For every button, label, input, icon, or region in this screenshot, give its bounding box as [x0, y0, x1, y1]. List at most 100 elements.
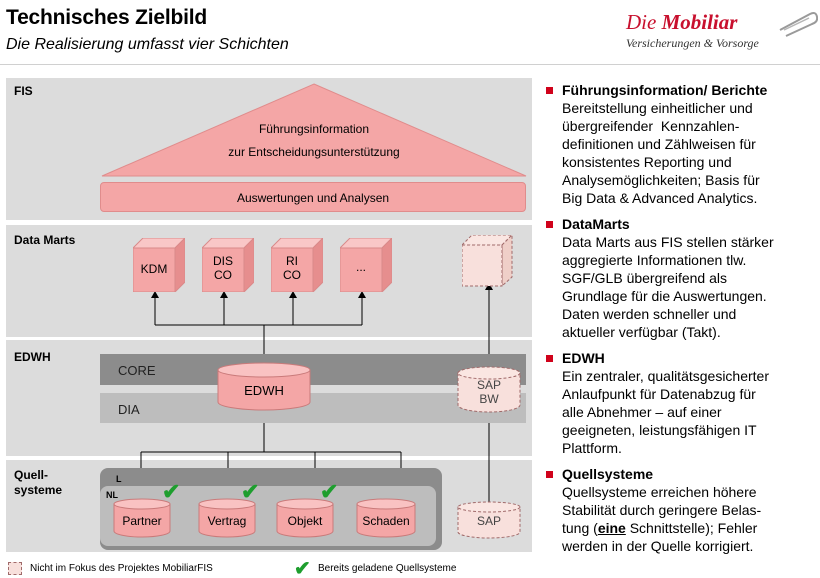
section-edwh: EDWH Ein zentraler, qualitätsgesicherter…	[546, 350, 816, 457]
emphasis-eine: eine	[597, 520, 626, 536]
sap-cylinder	[457, 501, 521, 539]
section-line: aktueller verfügbar (Takt).	[562, 324, 721, 340]
section-line: Quellsysteme erreichen höhere	[562, 484, 757, 500]
edwh-layer-label: EDWH	[14, 350, 51, 364]
quellsysteme-layer-label: Quell- systeme	[14, 468, 62, 498]
header-divider	[0, 64, 820, 65]
section-body: Quellsysteme erreichen höhere Stabilität…	[546, 483, 816, 555]
checkmark-icon: ✔	[294, 558, 311, 578]
section-line-mixed: tung (eine Schnittstelle); Fehler	[562, 519, 816, 537]
section-line: Analysemöglichkeiten; Basis für	[562, 172, 760, 188]
sap-bw-cylinder	[457, 366, 521, 413]
section-heading: DataMarts	[546, 216, 816, 233]
management-info-pyramid	[101, 83, 527, 177]
sap-label: SAP	[476, 514, 501, 528]
section-line: Ein zentraler, qualitätsgesicherter	[562, 368, 769, 384]
section-heading-text: DataMarts	[562, 216, 630, 232]
core-label: CORE	[118, 363, 156, 378]
page-title: Technisches Zielbild	[6, 6, 207, 29]
cube-rico	[271, 238, 323, 292]
edwh-cylinder	[217, 362, 311, 411]
section-line: Stabilität durch geringere Belas-	[562, 502, 762, 518]
section-line: alle Abnehmer – auf einer	[562, 404, 722, 420]
bullet-icon	[546, 87, 553, 94]
pyramid-line1: Führungsinformation	[258, 122, 370, 136]
partner-label: Partner	[122, 514, 162, 528]
section-line: übergreifender Kennzahlen-	[562, 118, 740, 134]
section-line: Bereitstellung einheitlicher und	[562, 100, 753, 116]
section-line: definitionen und Zählweisen für	[562, 136, 756, 152]
vertrag-cylinder	[198, 498, 256, 538]
partner-cylinder	[113, 498, 171, 538]
cube-more	[340, 238, 392, 292]
checkmark-icon: ✔	[162, 479, 181, 504]
section-fuehrungsinformation: Führungsinformation/ Berichte Bereitstel…	[546, 82, 816, 207]
section-heading-text: Quellsysteme	[562, 466, 654, 482]
section-line: Big Data & Advanced Analytics.	[562, 190, 758, 206]
mixed-start: tung (	[562, 520, 598, 536]
logo-brand-part1: Die	[626, 10, 657, 34]
section-line: konsistentes Reporting und	[562, 154, 732, 170]
architecture-diagram: FIS Data Marts EDWH Quell- systeme Führu…	[6, 78, 532, 552]
quellsysteme-label-line2: systeme	[14, 483, 63, 497]
paperclip-icon	[779, 12, 818, 37]
section-heading-text: Führungsinformation/ Berichte	[562, 82, 768, 98]
cube-disco-label: DIS CO	[204, 254, 242, 282]
analysis-bar: Auswertungen und Analysen	[100, 182, 526, 212]
objekt-cylinder	[276, 498, 334, 538]
sap-bw-line2: BW	[479, 392, 499, 406]
bullet-icon	[546, 221, 553, 228]
loaded-sources-legend-label: Bereits geladene Quellsysteme	[318, 563, 457, 574]
section-line: aggregierte Informationen tlw.	[562, 252, 747, 268]
bullet-icon	[546, 355, 553, 362]
section-heading: Führungsinformation/ Berichte	[546, 82, 816, 99]
dia-label: DIA	[118, 402, 140, 417]
sap-bw-line1: SAP	[476, 378, 501, 392]
cube-more-label: ...	[342, 260, 380, 274]
section-line: Anlaufpunkt für Datenabzug für	[562, 386, 756, 402]
quellsysteme-label-line1: Quell-	[14, 468, 49, 482]
out-of-focus-legend-swatch	[8, 562, 22, 575]
section-line: Plattform.	[562, 440, 622, 456]
cube-disco-line2: CO	[214, 268, 232, 282]
data-marts-layer-label: Data Marts	[14, 233, 76, 247]
section-line: Daten werden schneller und	[562, 306, 737, 322]
fis-layer-label: FIS	[14, 84, 33, 98]
section-line: geeigneten, leistungsfähigen IT	[562, 422, 757, 438]
cube-kdm-line1: KDM	[140, 262, 168, 276]
section-line: Grundlage für die Auswertungen.	[562, 288, 767, 304]
dia-strip: DIA	[100, 393, 526, 423]
cube-kdm-label: KDM	[135, 262, 173, 276]
section-body: Ein zentraler, qualitätsgesicherter Anla…	[546, 367, 816, 457]
cube-disco	[202, 238, 254, 292]
section-body: Bereitstellung einheitlicher und übergre…	[546, 99, 816, 207]
cube-rico-label: RI CO	[273, 254, 311, 282]
cube-kdm	[133, 238, 185, 292]
brand-logo: Die Mobiliar Versicherungen & Vorsorge	[606, 2, 818, 60]
sap-bw-label: SAP BW	[456, 378, 522, 406]
section-line: werden in der Quelle korrigiert.	[562, 538, 754, 554]
mixed-end: Schnittstelle); Fehler	[625, 520, 758, 536]
edwh-cylinder-label: EDWH	[244, 383, 284, 398]
cube-rico-line2: CO	[283, 268, 301, 282]
checkmark-icon: ✔	[320, 479, 339, 504]
section-line: SGF/GLB übergreifend als	[562, 270, 727, 286]
logo-brand: Die Mobiliar	[626, 10, 737, 35]
checkmark-icon: ✔	[241, 479, 260, 504]
section-line: Data Marts aus FIS stellen stärker	[562, 234, 774, 250]
analysis-bar-label: Auswertungen und Analysen	[236, 191, 390, 205]
legacy-label: L	[116, 474, 122, 484]
pyramid-line2: zur Entscheidungsunterstützung	[228, 145, 400, 159]
schaden-cylinder	[356, 498, 416, 538]
objekt-label: Objekt	[287, 514, 323, 528]
data-marts-layer: Data Marts	[6, 225, 532, 337]
logo-tagline: Versicherungen & Vorsorge	[626, 36, 759, 50]
vertrag-label: Vertrag	[207, 514, 247, 528]
non-legacy-label: NL	[106, 490, 118, 500]
logo-brand-part2: Mobiliar	[661, 10, 738, 34]
out-of-focus-legend-label: Nicht im Fokus des Projektes MobiliarFIS	[30, 563, 213, 574]
page-subtitle: Die Realisierung umfasst vier Schichten	[6, 36, 289, 53]
section-heading-text: EDWH	[562, 350, 605, 366]
cube-disco-line1: DIS	[212, 254, 233, 268]
schaden-label: Schaden	[362, 514, 410, 528]
